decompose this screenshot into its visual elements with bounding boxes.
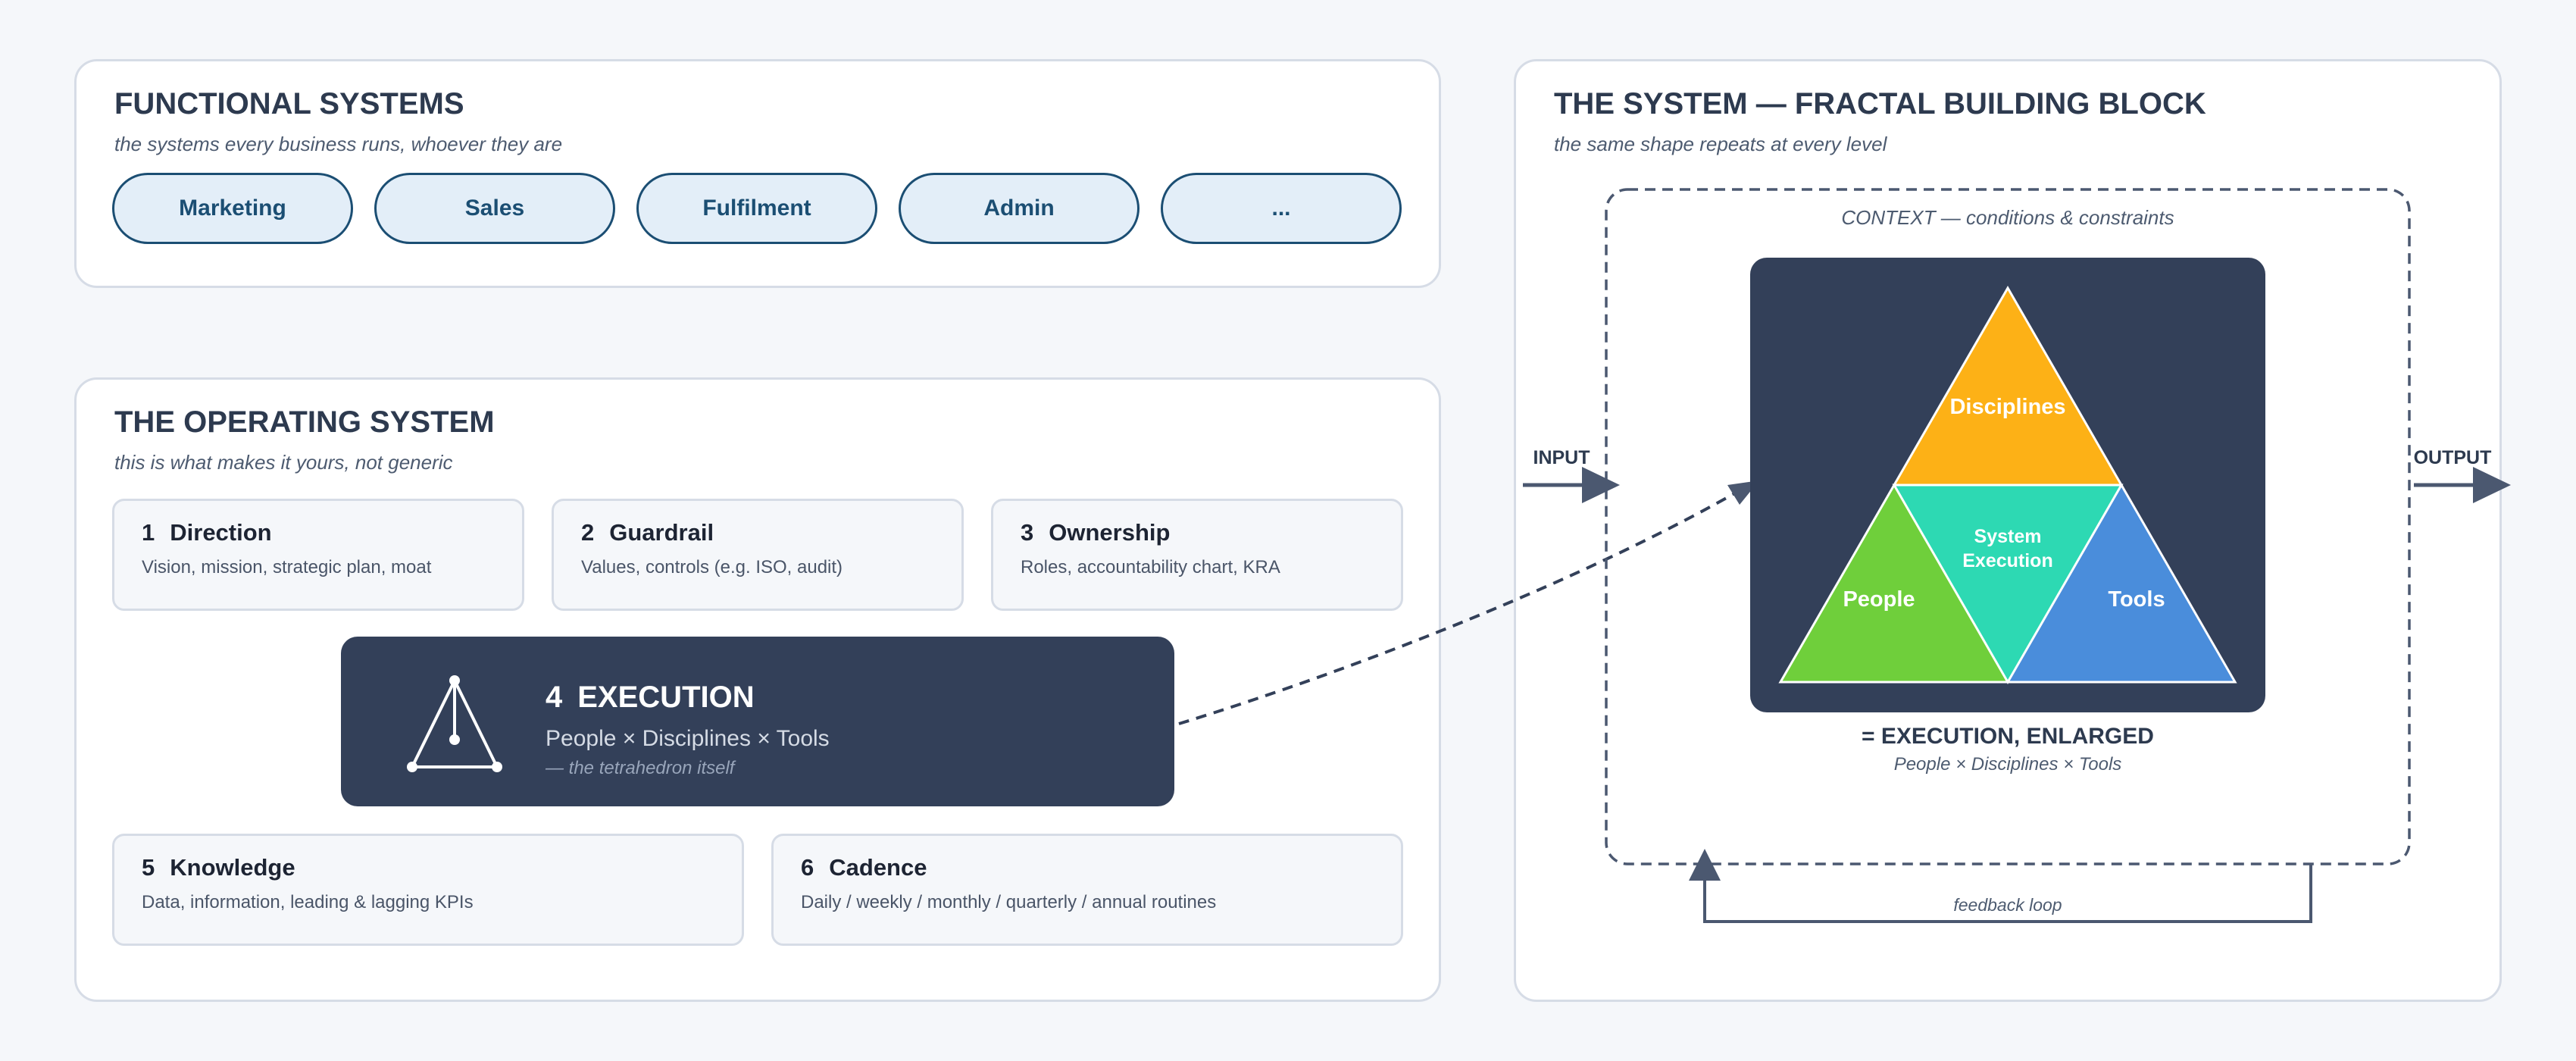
functional-systems-title: FUNCTIONAL SYSTEMS xyxy=(114,87,464,120)
system-execution-label-line1: System xyxy=(1974,526,2042,547)
component-number: 2 xyxy=(581,519,595,546)
component-description: Vision, mission, strategic plan, moat xyxy=(142,557,432,577)
disciplines-label: Disciplines xyxy=(1949,395,2065,419)
pill-sales[interactable]: Sales xyxy=(374,173,615,244)
input-arrowhead xyxy=(1582,467,1620,503)
component-card-ownership[interactable]: 3 Ownership Roles, accountability chart, … xyxy=(991,499,1403,611)
functional-systems-subtitle: the systems every business runs, whoever… xyxy=(114,133,563,155)
execution-note: — the tetrahedron itself xyxy=(546,758,735,778)
feedback-loop-arrowhead xyxy=(1689,849,1721,881)
component-title: Direction xyxy=(170,519,272,546)
context-box xyxy=(1605,188,2411,865)
feedback-loop-label: feedback loop xyxy=(1953,895,2062,915)
component-description: Data, information, leading & lagging KPI… xyxy=(142,892,474,912)
component-card-guardrail[interactable]: 2 Guardrail Values, controls (e.g. ISO, a… xyxy=(552,499,964,611)
system-execution-label-line2: Execution xyxy=(1962,550,2052,571)
component-description: Values, controls (e.g. ISO, audit) xyxy=(581,557,843,577)
component-number: 3 xyxy=(1021,519,1034,546)
execution-number: 4 xyxy=(546,681,563,714)
component-number: 1 xyxy=(142,519,155,546)
component-number: 5 xyxy=(142,854,155,881)
tetrahedron-icon xyxy=(407,675,502,772)
fractal-subtitle: the same shape repeats at every level xyxy=(1554,133,1887,155)
input-label: INPUT xyxy=(1533,447,1590,468)
execution-enlarged-caption: = EXECUTION, ENLARGED xyxy=(1862,724,2154,749)
component-description: Daily / weekly / monthly / quarterly / a… xyxy=(801,892,1217,912)
output-label: OUTPUT xyxy=(2414,447,2492,468)
people-segment xyxy=(1780,485,2008,682)
component-card-cadence[interactable]: 6 Cadence Daily / weekly / monthly / quar… xyxy=(771,834,1403,946)
pill-fulfilment[interactable]: Fulfilment xyxy=(636,173,877,244)
pill-admin[interactable]: Admin xyxy=(899,173,1140,244)
component-title: Cadence xyxy=(829,854,927,881)
component-title: Knowledge xyxy=(170,854,295,881)
execution-formula: People × Disciplines × Tools xyxy=(546,726,830,751)
execution-title: EXECUTION xyxy=(577,681,755,714)
fractal-title: THE SYSTEM — FRACTAL BUILDING BLOCK xyxy=(1554,87,2206,120)
execution-enlarged-formula: People × Disciplines × Tools xyxy=(1894,754,2122,775)
component-title: Ownership xyxy=(1049,519,1171,546)
tools-label: Tools xyxy=(2108,587,2165,612)
operating-system-title: THE OPERATING SYSTEM xyxy=(114,405,495,439)
component-card-knowledge[interactable]: 5 Knowledge Data, information, leading & … xyxy=(112,834,744,946)
component-number: 6 xyxy=(801,854,814,881)
people-label: People xyxy=(1843,587,1915,612)
operating-system-subtitle: this is what makes it yours, not generic xyxy=(114,451,453,474)
output-arrowhead xyxy=(2473,467,2511,503)
system-execution-segment xyxy=(1894,485,2121,682)
tools-segment xyxy=(2008,485,2235,682)
disciplines-segment xyxy=(1894,288,2121,485)
context-label: CONTEXT — conditions & constraints xyxy=(1841,206,2174,229)
component-title: Guardrail xyxy=(609,519,714,546)
pill-more[interactable]: ... xyxy=(1161,173,1402,244)
pill-marketing[interactable]: Marketing xyxy=(112,173,353,244)
execution-connector xyxy=(1178,487,1743,725)
feedback-loop-line xyxy=(1703,864,2312,923)
component-card-direction[interactable]: 1 Direction Vision, mission, strategic pl… xyxy=(112,499,524,611)
component-description: Roles, accountability chart, KRA xyxy=(1021,557,1280,577)
